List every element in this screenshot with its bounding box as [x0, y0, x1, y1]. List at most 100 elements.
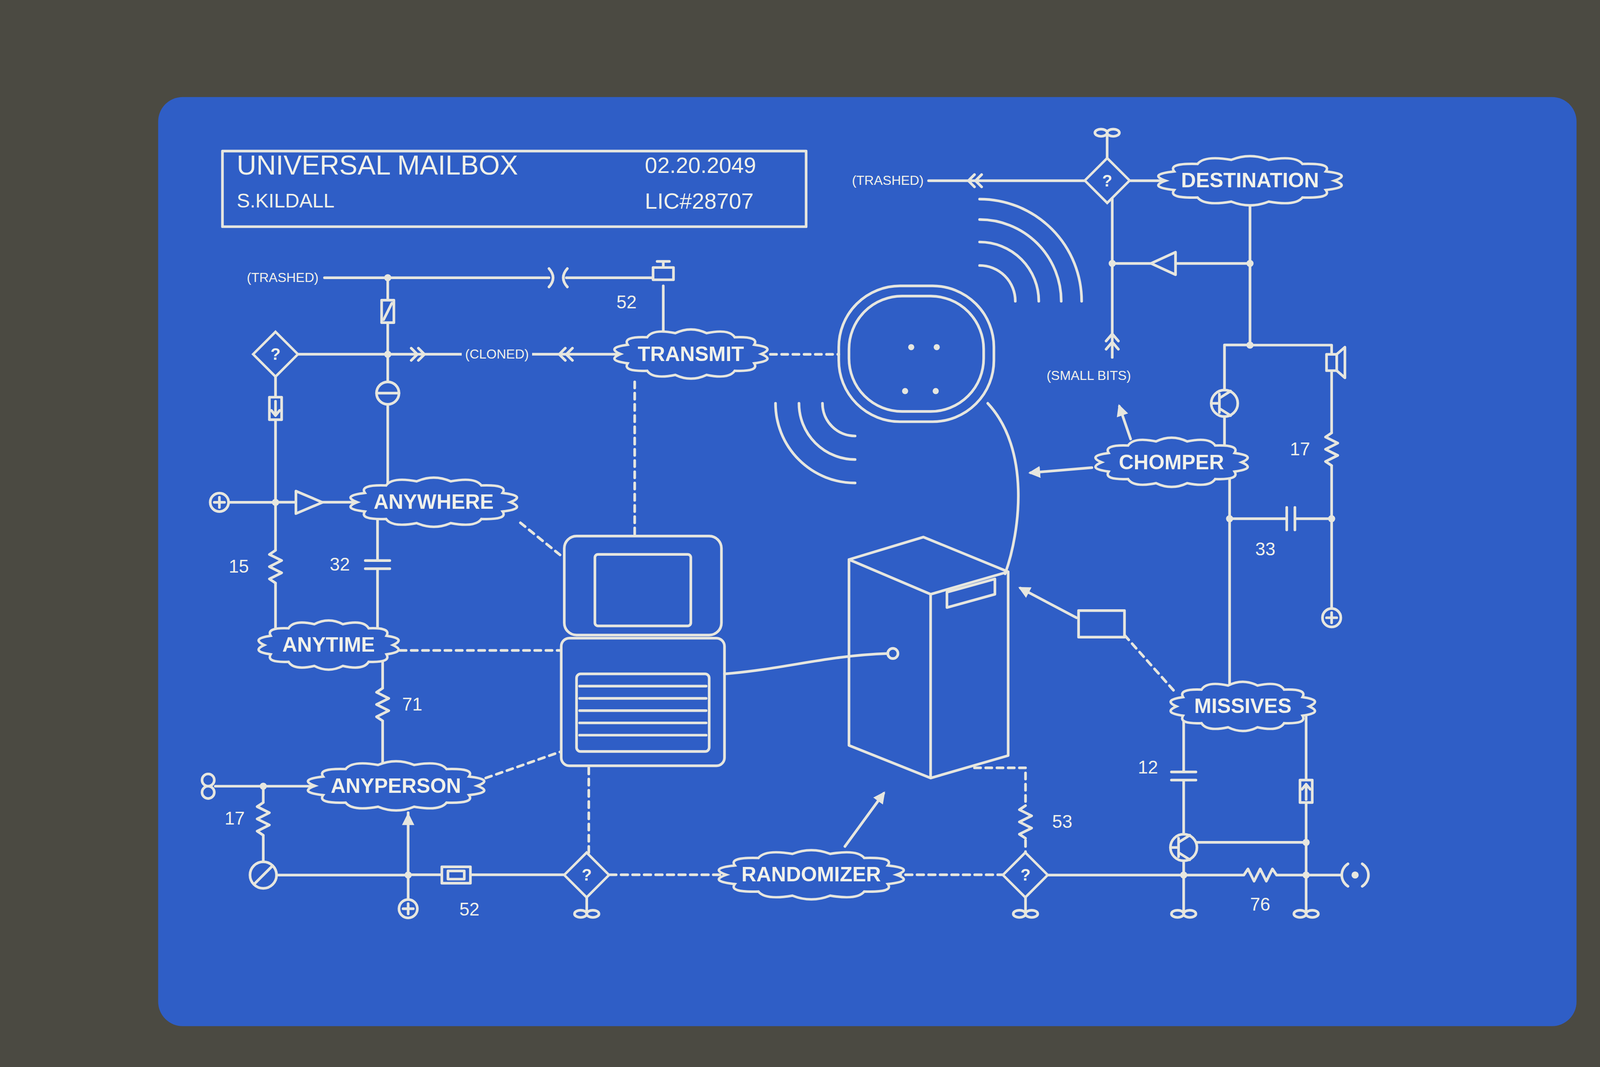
callout-number: S.KILDALL [236, 190, 335, 212]
leader-arrow [844, 793, 884, 847]
connector [402, 812, 565, 875]
head-dot [902, 388, 909, 395]
connector [275, 376, 391, 503]
signal-waves [775, 199, 1082, 484]
callout-number: 53 [1052, 811, 1073, 832]
decision-diamond: ? [252, 331, 299, 377]
cloud-node: ANYPERSON [304, 758, 489, 813]
leader-arrow [1119, 406, 1131, 439]
callout-number: 52 [459, 899, 480, 919]
callout-number: 76 [1250, 894, 1271, 914]
cloud-outline [1158, 155, 1342, 206]
symbol-masks [255, 432, 1340, 884]
node-label: DESTINATION [1181, 168, 1319, 193]
circuit-wires [215, 132, 1341, 914]
cloud-outline [1170, 681, 1316, 731]
cloud-node: DESTINATION [1154, 153, 1346, 208]
lamp-bar [376, 391, 400, 395]
head-cable [987, 403, 1019, 574]
node-label: RANDOMIZER [741, 862, 882, 887]
diamond-outline [564, 852, 610, 898]
laptop-base [561, 637, 725, 766]
node-label: CHOMPER [1118, 450, 1225, 475]
junction-dot [404, 871, 412, 879]
cloud-outline [258, 620, 399, 670]
junction-dot [259, 782, 267, 790]
head-dot [908, 344, 915, 351]
cloud-node: ANYWHERE [346, 475, 521, 529]
antenna-symbol [1341, 863, 1369, 887]
node-label: ANYTIME [282, 632, 375, 657]
cloud-node: CHOMPER [1092, 435, 1252, 489]
junction-dot [1246, 259, 1254, 267]
laptop-keyboard [576, 673, 710, 752]
capacitor-symbol [365, 268, 1296, 780]
speaker-cone [1336, 346, 1345, 378]
transistor-leads [1211, 390, 1231, 416]
callout-number: 52 [616, 292, 637, 312]
junction-dot [384, 350, 392, 358]
crystal-symbol [441, 866, 471, 884]
lamp-symbol [376, 381, 400, 405]
signal-label: (SMALL BITS) [1046, 368, 1131, 383]
node-label: ANYPERSON [330, 774, 462, 798]
callout-number: LIC#28707 [644, 188, 754, 214]
relay-symbol [653, 267, 674, 280]
wire-connector [408, 812, 565, 875]
diode-arrow [1302, 783, 1311, 800]
speaker-symbol [1326, 354, 1337, 371]
wire-connector [275, 376, 391, 503]
cloud-outline [350, 477, 517, 527]
diode-arrow [271, 401, 280, 416]
null-terminal [250, 861, 277, 888]
callout-number: 71 [402, 694, 423, 714]
line-work [215, 129, 1341, 918]
cloud-node: RANDOMIZER [714, 847, 908, 902]
mailbox-illustration [848, 537, 1009, 778]
connector [377, 515, 378, 632]
wire-connector [376, 515, 380, 632]
antenna-dot [1351, 871, 1359, 879]
speaker-head [838, 286, 994, 422]
null-slash [253, 865, 273, 884]
decision-diamond: ? [563, 851, 610, 898]
signal-label: (TRASHED) [851, 173, 924, 188]
switch-slash [383, 303, 392, 320]
diamond-outline [1003, 852, 1049, 898]
callout-number: 02.20.2049 [644, 153, 756, 178]
junction-dot [1302, 838, 1310, 846]
junction-dot [1246, 341, 1254, 349]
resistor-symbol [257, 432, 1338, 882]
decision-mark: ? [1020, 865, 1031, 884]
diode-box [1300, 779, 1313, 803]
laptop-screen [595, 554, 691, 626]
junction-dot [272, 498, 280, 506]
connector [1229, 475, 1230, 694]
transistor-symbol [1211, 390, 1238, 417]
junction-dot [384, 274, 392, 282]
decision-mark: ? [270, 344, 281, 364]
diamond-outline [253, 331, 298, 377]
decision-diamond: ? [1002, 851, 1049, 898]
coil-loop [202, 773, 215, 787]
keyboard-rows [579, 686, 706, 735]
diamond-outline [1084, 158, 1130, 203]
junction-dot [1302, 871, 1310, 879]
callout-number: 12 [1137, 757, 1159, 777]
crystal-inner [448, 870, 465, 880]
decision-mark: ? [581, 865, 592, 884]
cloud-node: TRANSMIT [611, 327, 771, 381]
cloud-outline [1095, 437, 1248, 487]
junction-dot [1180, 871, 1188, 879]
callout-number: 17 [224, 808, 245, 828]
speaker-head-inner [848, 295, 984, 412]
junction-dot [1108, 259, 1116, 267]
ground-symbols [574, 129, 1319, 918]
buffer-symbol [1151, 252, 1176, 275]
junction-dots [259, 259, 1359, 879]
node-label: ANYWHERE [373, 490, 494, 514]
signal-label: (TRASHED) [246, 270, 319, 285]
cloud-outline [718, 849, 905, 900]
cloud-outline [307, 760, 484, 811]
